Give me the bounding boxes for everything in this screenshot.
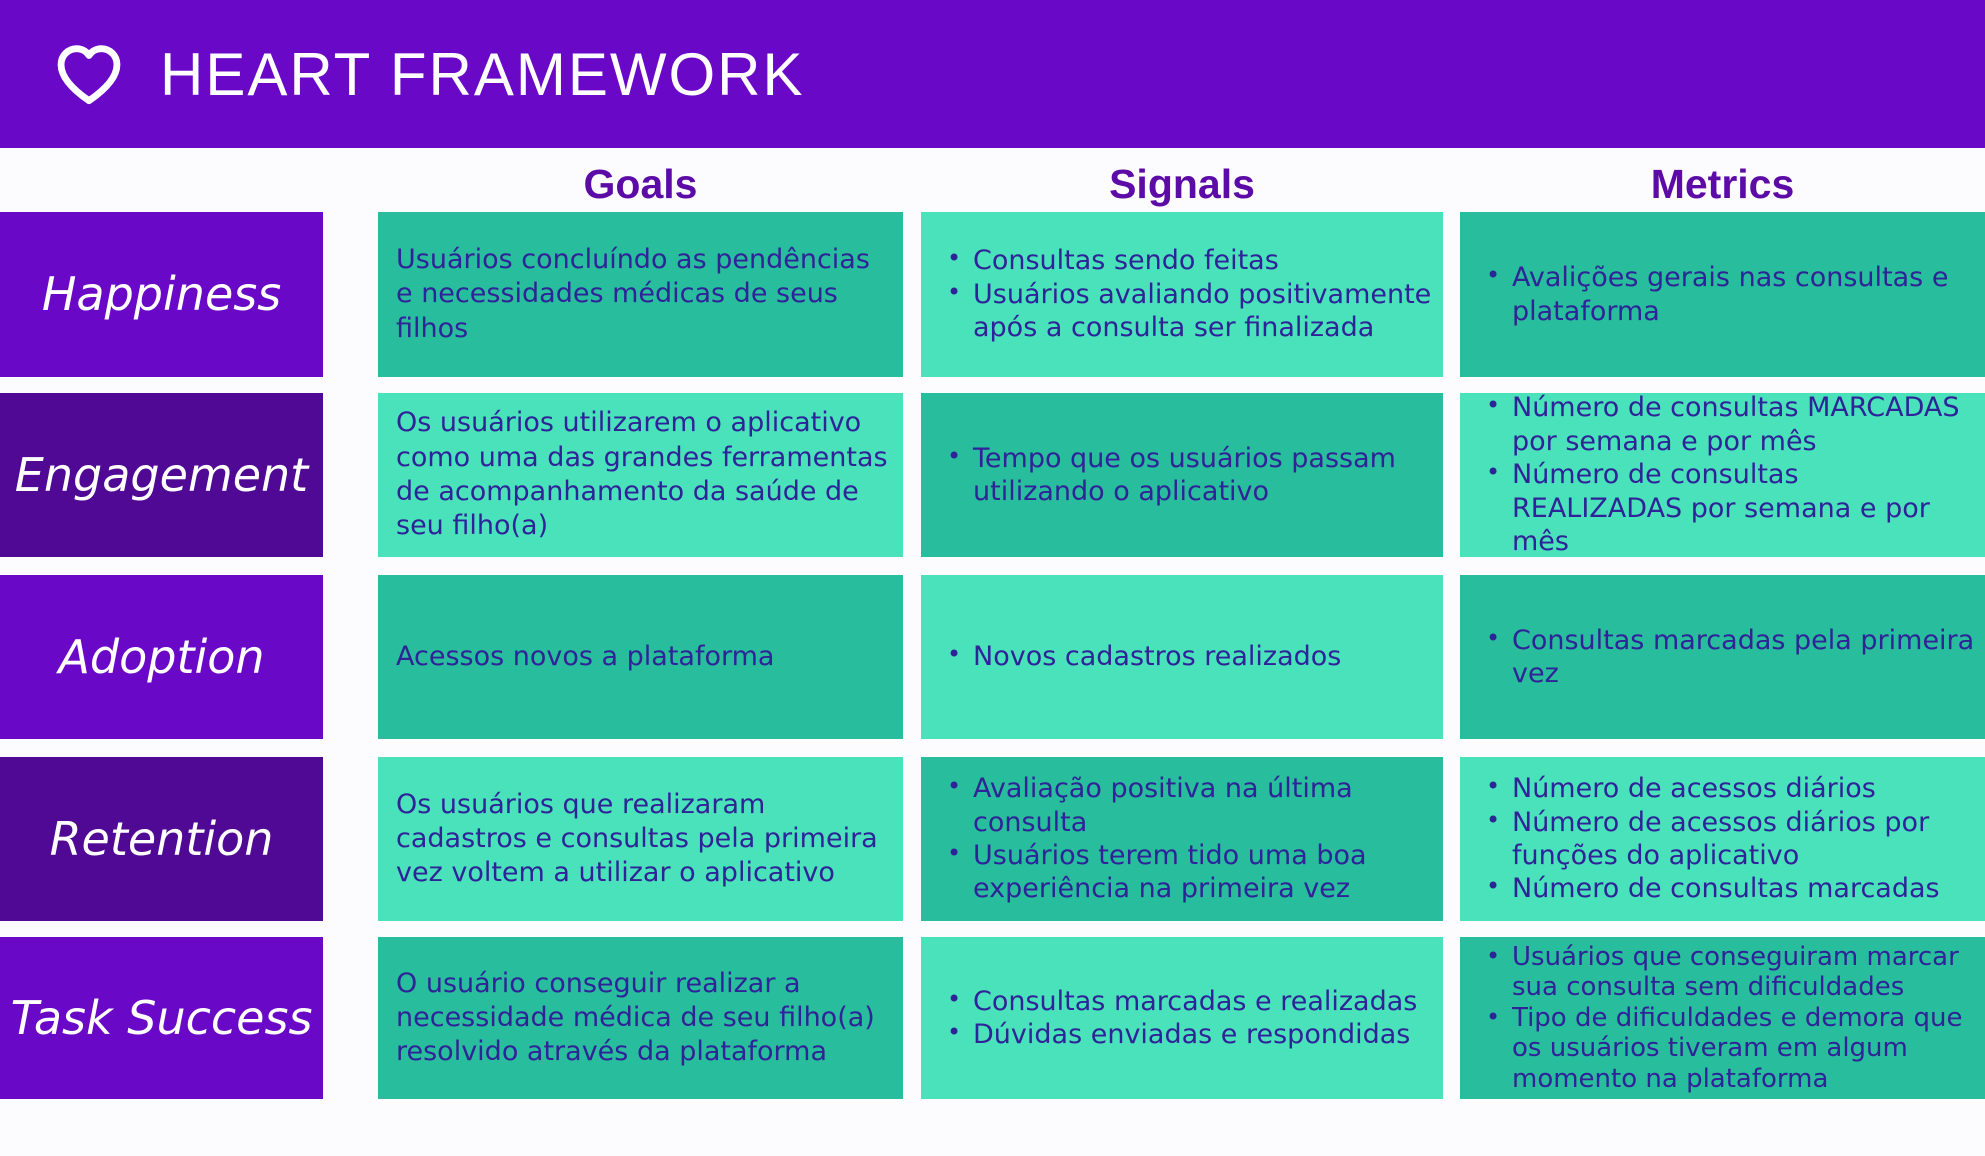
cell-adoption-signals: Novos cadastros realizados xyxy=(921,575,1443,739)
cell-happiness-goals: Usuários concluíndo as pendências e nece… xyxy=(378,212,903,377)
cell-retention-signals: Avaliação positiva na última consulta Us… xyxy=(921,757,1443,921)
metrics-list: Usuários que conseguiram marcar sua cons… xyxy=(1460,942,1985,1094)
row-label-task-success: Task Success xyxy=(0,937,323,1099)
signal-item: Consultas marcadas e realizadas xyxy=(937,985,1435,1018)
signals-list: Tempo que os usuários passam utilizando … xyxy=(921,442,1443,509)
signal-item: Consultas sendo feitas xyxy=(937,244,1435,277)
metric-item: Número de consultas REALIZADAS por seman… xyxy=(1476,458,1977,558)
cell-task-success-goals: O usuário conseguir realizar a necessida… xyxy=(378,937,903,1099)
cell-engagement-metrics: Número de consultas MARCADAS por semana … xyxy=(1460,391,1985,558)
metrics-list: Consultas marcadas pela primeira vez xyxy=(1460,624,1985,691)
metrics-list: Avalições gerais nas consultas e platafo… xyxy=(1460,261,1985,328)
column-header-signals: Signals xyxy=(1109,160,1255,207)
metric-item: Número de acessos diários xyxy=(1476,772,1977,805)
app-header: HEART FRAMEWORK xyxy=(0,0,1985,148)
row-label-adoption: Adoption xyxy=(0,575,323,739)
metric-item: Avalições gerais nas consultas e platafo… xyxy=(1476,261,1977,328)
signal-item: Tempo que os usuários passam utilizando … xyxy=(937,442,1435,509)
signal-item: Novos cadastros realizados xyxy=(937,640,1435,673)
column-header-metrics: Metrics xyxy=(1650,160,1795,207)
cell-happiness-signals: Consultas sendo feitas Usuários avaliand… xyxy=(921,212,1443,377)
row-label-engagement: Engagement xyxy=(0,393,323,557)
signal-item: Avaliação positiva na última consulta xyxy=(937,772,1435,839)
column-header-goals: Goals xyxy=(583,160,698,207)
row-label-happiness: Happiness xyxy=(0,212,323,377)
cell-task-success-metrics: Usuários que conseguiram marcar sua cons… xyxy=(1460,937,1985,1099)
row-label-retention: Retention xyxy=(0,757,323,921)
signals-list: Novos cadastros realizados xyxy=(921,640,1443,673)
goal-text: O usuário conseguir realizar a necessida… xyxy=(396,967,875,1068)
cell-adoption-goals: Acessos novos a plataforma xyxy=(378,575,903,739)
signals-list: Consultas marcadas e realizadas Dúvidas … xyxy=(921,985,1443,1052)
goal-text: Usuários concluíndo as pendências e nece… xyxy=(396,244,870,344)
metric-item: Número de acessos diários por funções do… xyxy=(1476,806,1977,873)
cell-task-success-signals: Consultas marcadas e realizadas Dúvidas … xyxy=(921,937,1443,1099)
signals-list: Consultas sendo feitas Usuários avaliand… xyxy=(921,244,1443,344)
metric-item: Consultas marcadas pela primeira vez xyxy=(1476,624,1977,691)
metrics-list: Número de consultas MARCADAS por semana … xyxy=(1460,391,1985,558)
cell-retention-metrics: Número de acessos diários Número de aces… xyxy=(1460,757,1985,921)
metric-item: Número de consultas MARCADAS por semana … xyxy=(1476,391,1977,458)
page-title: HEART FRAMEWORK xyxy=(160,40,805,108)
metrics-list: Número de acessos diários Número de aces… xyxy=(1460,772,1985,906)
metric-item: Tipo de dificuldades e demora que os usu… xyxy=(1476,1003,1977,1094)
cell-engagement-goals: Os usuários utilizarem o aplicativo como… xyxy=(378,393,903,557)
cell-happiness-metrics: Avalições gerais nas consultas e platafo… xyxy=(1460,212,1985,377)
cell-engagement-signals: Tempo que os usuários passam utilizando … xyxy=(921,393,1443,557)
metric-item: Número de consultas marcadas xyxy=(1476,872,1977,905)
metric-item: Usuários que conseguiram marcar sua cons… xyxy=(1476,942,1977,1003)
cell-retention-goals: Os usuários que realizaram cadastros e c… xyxy=(378,757,903,921)
heart-icon xyxy=(57,45,121,105)
signal-item: Usuários terem tido uma boa experiência … xyxy=(937,839,1435,906)
goal-text: Acessos novos a plataforma xyxy=(396,640,775,672)
signal-item: Usuários avaliando positivamente após a … xyxy=(937,278,1435,345)
goal-text: Os usuários que realizaram cadastros e c… xyxy=(396,788,878,889)
signal-item: Dúvidas enviadas e respondidas xyxy=(937,1018,1435,1051)
goal-text: Os usuários utilizarem o aplicativo como… xyxy=(396,407,888,542)
cell-adoption-metrics: Consultas marcadas pela primeira vez xyxy=(1460,575,1985,739)
signals-list: Avaliação positiva na última consulta Us… xyxy=(921,772,1443,906)
